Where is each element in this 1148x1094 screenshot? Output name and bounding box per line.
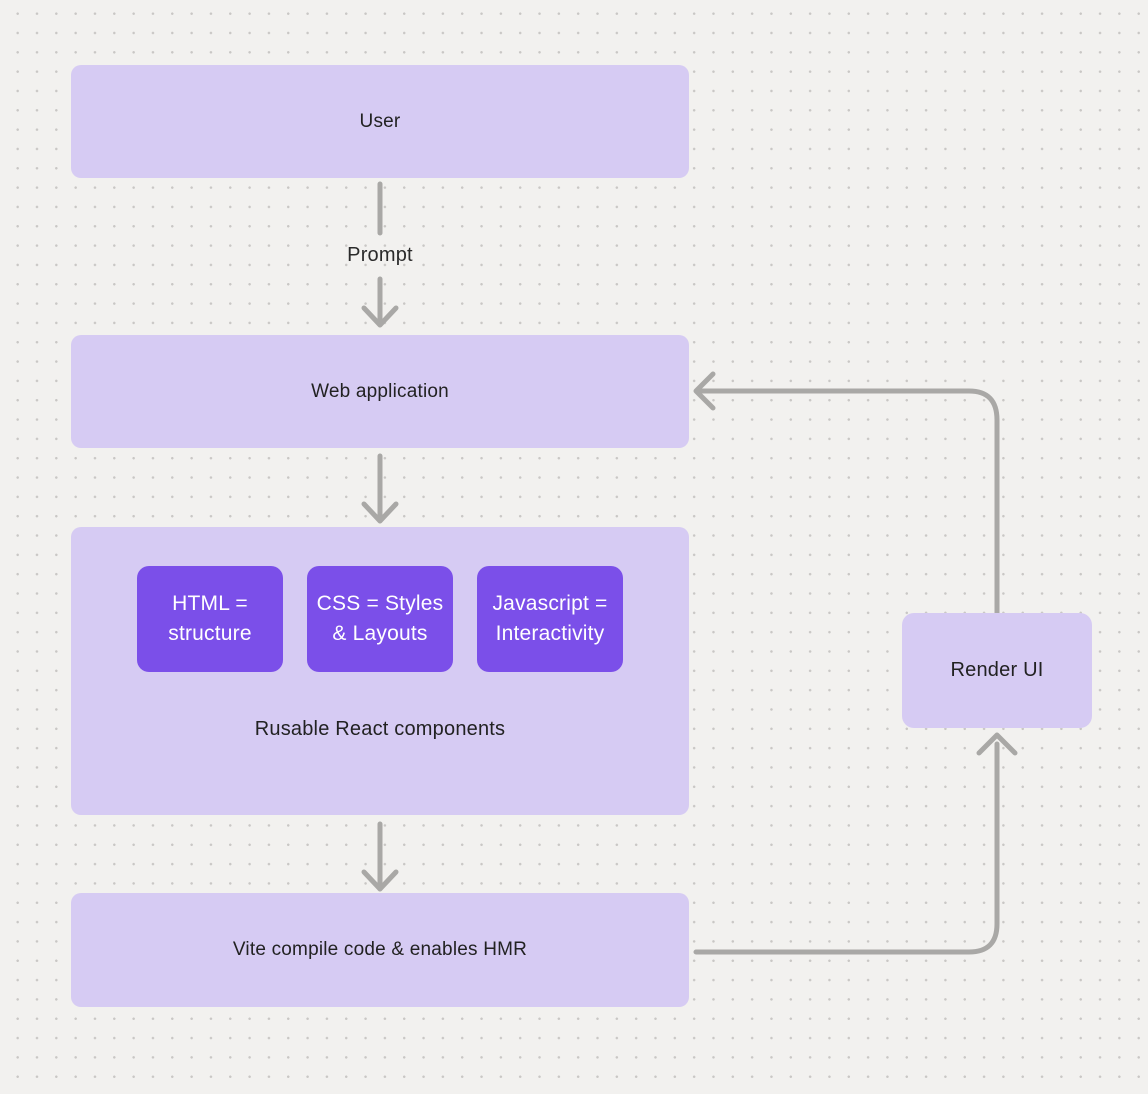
chip-javascript-label: Javascript = Interactivity (492, 592, 608, 645)
chip-css-label: CSS = Styles & Layouts (316, 592, 444, 645)
node-vite-label: Vite compile code & enables HMR (232, 939, 528, 960)
arrowhead-down-icon (361, 305, 399, 328)
edge-webapp-to-components (361, 453, 399, 524)
node-user-label: User (359, 110, 401, 132)
components-group-caption: Rusable React components (254, 718, 506, 740)
edge-vite-to-renderui (693, 732, 1018, 955)
chip-javascript: Javascript = Interactivity (477, 566, 623, 672)
node-render-ui-label: Render UI (950, 659, 1044, 681)
node-render-ui: Render UI (902, 613, 1092, 728)
node-web-application-label: Web application (311, 380, 449, 402)
edge-label-prompt: Prompt (347, 244, 413, 266)
node-web-application: Web application (71, 335, 689, 448)
node-user: User (71, 65, 689, 178)
chip-html-label: HTML = structure (168, 592, 252, 645)
edge-renderui-to-webapp (693, 371, 1000, 616)
edge-shaft (693, 741, 1000, 955)
arrowhead-left-icon (693, 371, 716, 411)
arrowhead-down-icon (361, 501, 399, 524)
edge-components-to-vite (361, 821, 399, 892)
edge-shaft (698, 388, 1000, 616)
arrowhead-down-icon (361, 869, 399, 892)
node-react-components-group: HTML = structure CSS = Styles & Layouts … (71, 527, 689, 815)
chip-css: CSS = Styles & Layouts (307, 566, 453, 672)
edge-user-to-webapp (361, 181, 399, 328)
node-vite: Vite compile code & enables HMR (71, 893, 689, 1007)
chip-html: HTML = structure (137, 566, 283, 672)
arrowhead-up-icon (976, 732, 1018, 756)
